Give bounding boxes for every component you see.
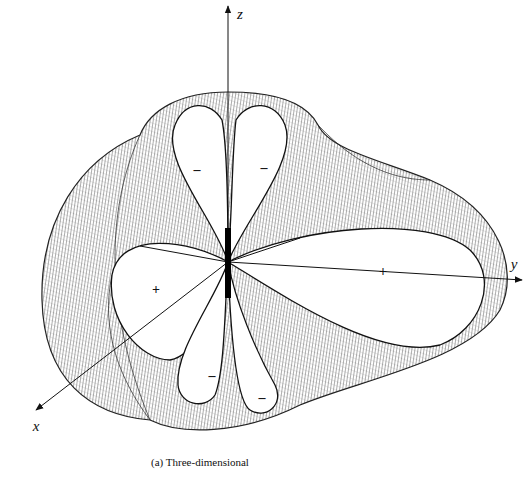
- axis-label: x: [33, 419, 40, 434]
- lobe-sign: –: [209, 369, 216, 383]
- figure-caption: (a) Three-dimensional: [151, 457, 249, 468]
- axis-label: y: [511, 257, 518, 272]
- axis-label: z: [237, 7, 243, 22]
- axes: [36, 6, 522, 410]
- lobe-sign: –: [194, 163, 201, 177]
- pattern-surface: [42, 92, 507, 430]
- lobe-sign: –: [261, 161, 268, 175]
- lobe-sign: –: [259, 391, 266, 405]
- pattern-mesh: [42, 92, 507, 430]
- lobe-sign: +: [379, 265, 387, 279]
- cut-lobes: [111, 106, 484, 414]
- dipole: [225, 228, 231, 298]
- lobe-sign: +: [152, 283, 160, 297]
